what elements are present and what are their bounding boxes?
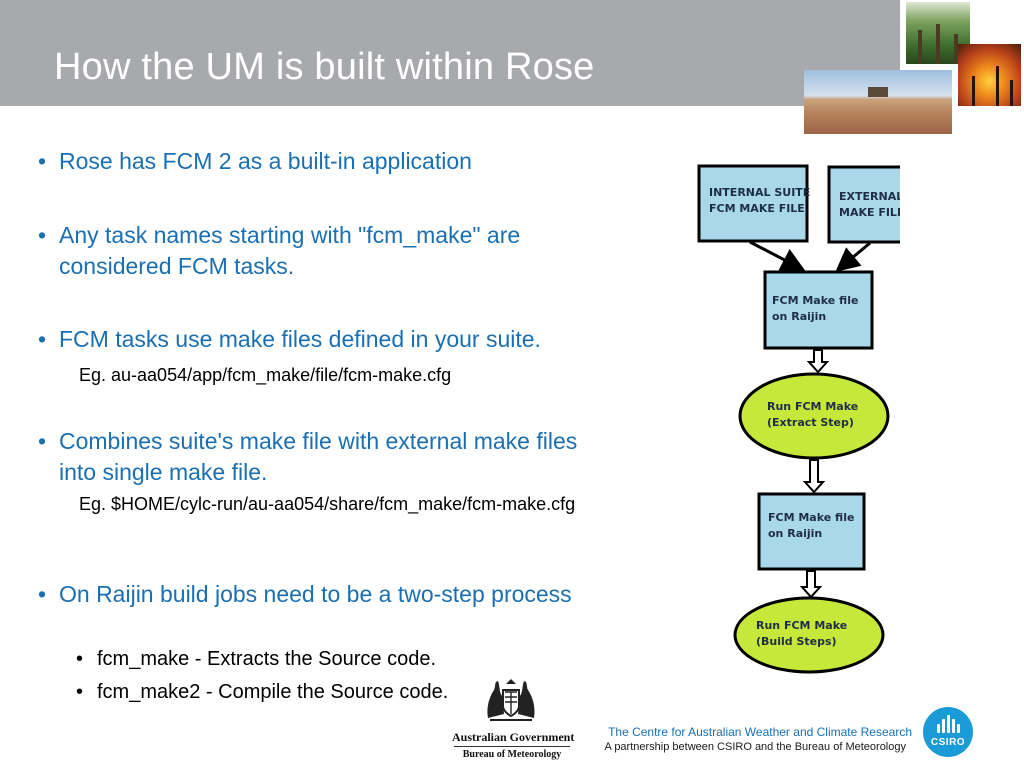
flow-box-line: FCM Make file (768, 511, 854, 524)
csiro-logo: CSIRO (923, 707, 973, 757)
government-name: Australian Government (452, 730, 575, 744)
bullet-dot: • (38, 581, 47, 607)
partnership-text: A partnership between CSIRO and the Bure… (604, 741, 906, 753)
bullet-item: • On Raijin build jobs need to be a two-… (38, 579, 608, 610)
bullet-dot: • (76, 681, 84, 703)
flow-box-line: MAKE FILES (839, 206, 900, 219)
flow-box-line: on Raijin (768, 527, 822, 540)
bullet-text: On Raijin build jobs need to be a two-st… (59, 581, 572, 607)
wheat-field-photo (804, 70, 952, 134)
bushfire-photo (958, 44, 1021, 106)
sub-bullet-item: • fcm_make2 - Compile the Source code. (76, 679, 596, 705)
title-bar: How the UM is built within Rose (0, 0, 900, 106)
flow-box-line: FCM Make file (772, 294, 858, 307)
divider (454, 746, 570, 747)
flow-block-arrow (799, 570, 823, 599)
flow-box-line: EXTERNAL FCM (839, 190, 900, 203)
bullet-item: • Any task names starting with "fcm_make… (38, 220, 608, 282)
flow-box-line: INTERNAL SUITE (709, 186, 810, 199)
flow-box-fcm-make-file: FCM Make file on Raijin (757, 492, 866, 571)
bullet-item: • Combines suite's make file with extern… (38, 426, 608, 488)
slide-title: How the UM is built within Rose (54, 46, 595, 88)
flow-step-extract: Run FCM Make (Extract Step) (738, 372, 890, 460)
flow-step-line: (Build Steps) (756, 635, 837, 648)
flow-step-build: Run FCM Make (Build Steps) (733, 596, 885, 674)
bullet-text: FCM tasks use make files defined in your… (59, 326, 541, 352)
flow-box-internal-suite: INTERNAL SUITE FCM MAKE FILE (697, 164, 810, 243)
flow-step-line: Run FCM Make (767, 400, 858, 413)
harvester-image (868, 87, 888, 97)
bullet-dot: • (38, 326, 47, 352)
build-flowchart: INTERNAL SUITE FCM MAKE FILE EXTERNAL FC… (697, 164, 900, 674)
sub-bullet-text: fcm_make2 - Compile the Source code. (97, 681, 449, 703)
flow-box-fcm-make-file: FCM Make file on Raijin (763, 270, 874, 350)
csiro-bars-icon (937, 715, 961, 733)
forest-photo (906, 2, 970, 64)
bullet-dot: • (38, 148, 47, 174)
centre-name: The Centre for Australian Weather and Cl… (608, 725, 912, 739)
flow-box-line: on Raijin (772, 310, 826, 323)
flow-box-external-fcm: EXTERNAL FCM MAKE FILES (827, 165, 900, 244)
flow-block-arrow (802, 459, 826, 494)
bullet-text: Rose has FCM 2 as a built-in application (59, 148, 472, 174)
flow-step-line: Run FCM Make (756, 619, 847, 632)
bureau-name: Bureau of Meteorology (462, 749, 562, 760)
sub-bullet-text: fcm_make - Extracts the Source code. (97, 648, 437, 670)
flow-step-line: (Extract Step) (767, 416, 854, 429)
bullet-example: Eg. au-aa054/app/fcm_make/file/fcm-make.… (79, 365, 452, 385)
bullet-item: • Rose has FCM 2 as a built-in applicati… (38, 146, 608, 177)
sub-bullet-item: • fcm_make - Extracts the Source code. (76, 646, 596, 672)
bullet-dot: • (38, 428, 47, 454)
flow-arrow (749, 240, 806, 271)
coat-of-arms-icon (487, 679, 535, 721)
bullet-text: Any task names starting with "fcm_make" … (59, 222, 521, 279)
bullet-item: • FCM tasks use make files defined in yo… (38, 324, 608, 355)
australian-government-logo: Australian Government Bureau of Meteorol… (452, 678, 575, 764)
bullet-text: Combines suite's make file with external… (59, 428, 578, 485)
bullet-dot: • (38, 222, 47, 248)
flow-box-line: FCM MAKE FILE (709, 202, 805, 215)
flow-arrow (835, 241, 871, 272)
csiro-logo-text: CSIRO (930, 737, 966, 748)
flow-block-arrow (806, 349, 830, 374)
bullet-example: Eg. $HOME/cylc-run/au-aa054/share/fcm_ma… (79, 494, 576, 514)
bullet-dot: • (76, 648, 84, 670)
